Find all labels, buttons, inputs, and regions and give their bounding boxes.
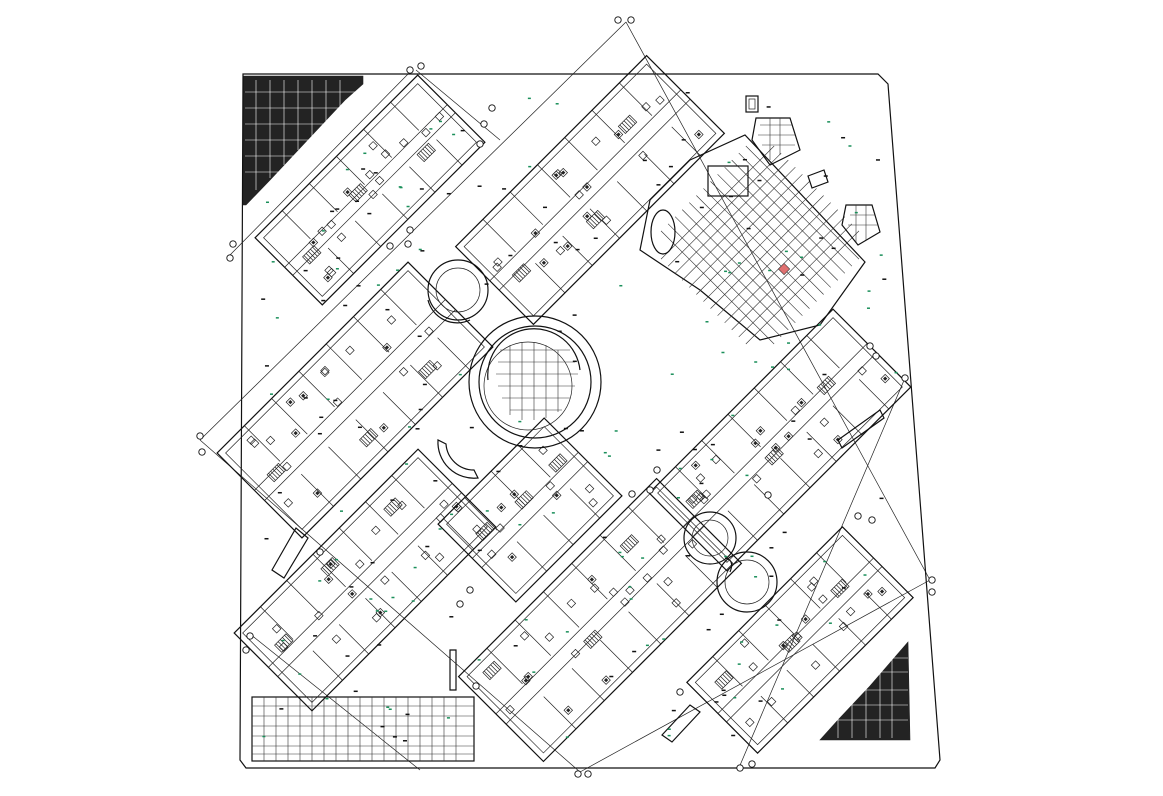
parking-grid-block (251, 696, 475, 762)
grid-bubble-marker (242, 646, 250, 654)
grid-bubble-marker (748, 760, 756, 768)
grid-bubble-marker (246, 632, 254, 640)
grid-bubble-marker (928, 588, 936, 596)
grid-bubble-marker (868, 516, 876, 524)
grid-bubble-marker (872, 352, 880, 360)
wing-block (457, 477, 743, 763)
wing-block (233, 448, 497, 712)
central-plaza (468, 315, 602, 449)
grid-bubble-marker (456, 600, 464, 608)
grid-bubble-marker (584, 770, 592, 778)
north-marker (745, 95, 759, 113)
grid-bubble-marker (404, 240, 412, 248)
grid-bubble-marker (653, 466, 661, 474)
rotunda-pair (683, 511, 778, 613)
grid-bubbles (196, 16, 936, 778)
grid-bubble-marker (198, 448, 206, 456)
hatched-block-bottom-right (819, 641, 911, 741)
grid-bubble-marker (417, 62, 425, 70)
grid-bubble-marker (574, 770, 582, 778)
grid-bubble-marker (764, 491, 772, 499)
grid-bubble-marker (466, 586, 474, 594)
grid-axes (199, 21, 931, 773)
grid-bubble-marker (614, 16, 622, 24)
small-detached-blocks (745, 95, 881, 246)
crescent-feature (437, 439, 479, 479)
grid-bubble-marker (386, 242, 394, 250)
grid-bubble-marker (229, 240, 237, 248)
grid-bubble-marker (628, 490, 636, 498)
grid-bubble-marker (472, 682, 480, 690)
site-boundary (239, 73, 941, 769)
grid-bubble-marker (866, 342, 874, 350)
grid-bubble-marker (406, 226, 414, 234)
wing-block (254, 74, 486, 306)
grid-bubble-marker (646, 486, 654, 494)
wing-block (454, 54, 726, 326)
grid-bubble-marker (854, 512, 862, 520)
wing-block (216, 261, 494, 539)
round-tower-left (427, 259, 489, 324)
grid-bubble-marker (196, 432, 204, 440)
wing-block (437, 417, 623, 603)
dense-block-upper-right (639, 134, 866, 345)
grid-bubble-marker (406, 66, 414, 74)
grid-bubble-marker (476, 140, 484, 148)
grid-bubble-marker (488, 104, 496, 112)
grid-bubble-marker (736, 764, 744, 772)
grid-bubble-marker (901, 374, 909, 382)
grid-bubble-marker (627, 16, 635, 24)
grid-bubble-marker (226, 254, 234, 262)
grid-bubble-marker (676, 688, 684, 696)
wing-block (686, 526, 914, 754)
ramps (271, 409, 885, 743)
hatched-block-top-left (242, 75, 364, 206)
annotation-marks (261, 92, 898, 742)
grid-bubble-marker (480, 120, 488, 128)
grid-bubble-marker (928, 576, 936, 584)
grid-bubble-marker (316, 548, 324, 556)
